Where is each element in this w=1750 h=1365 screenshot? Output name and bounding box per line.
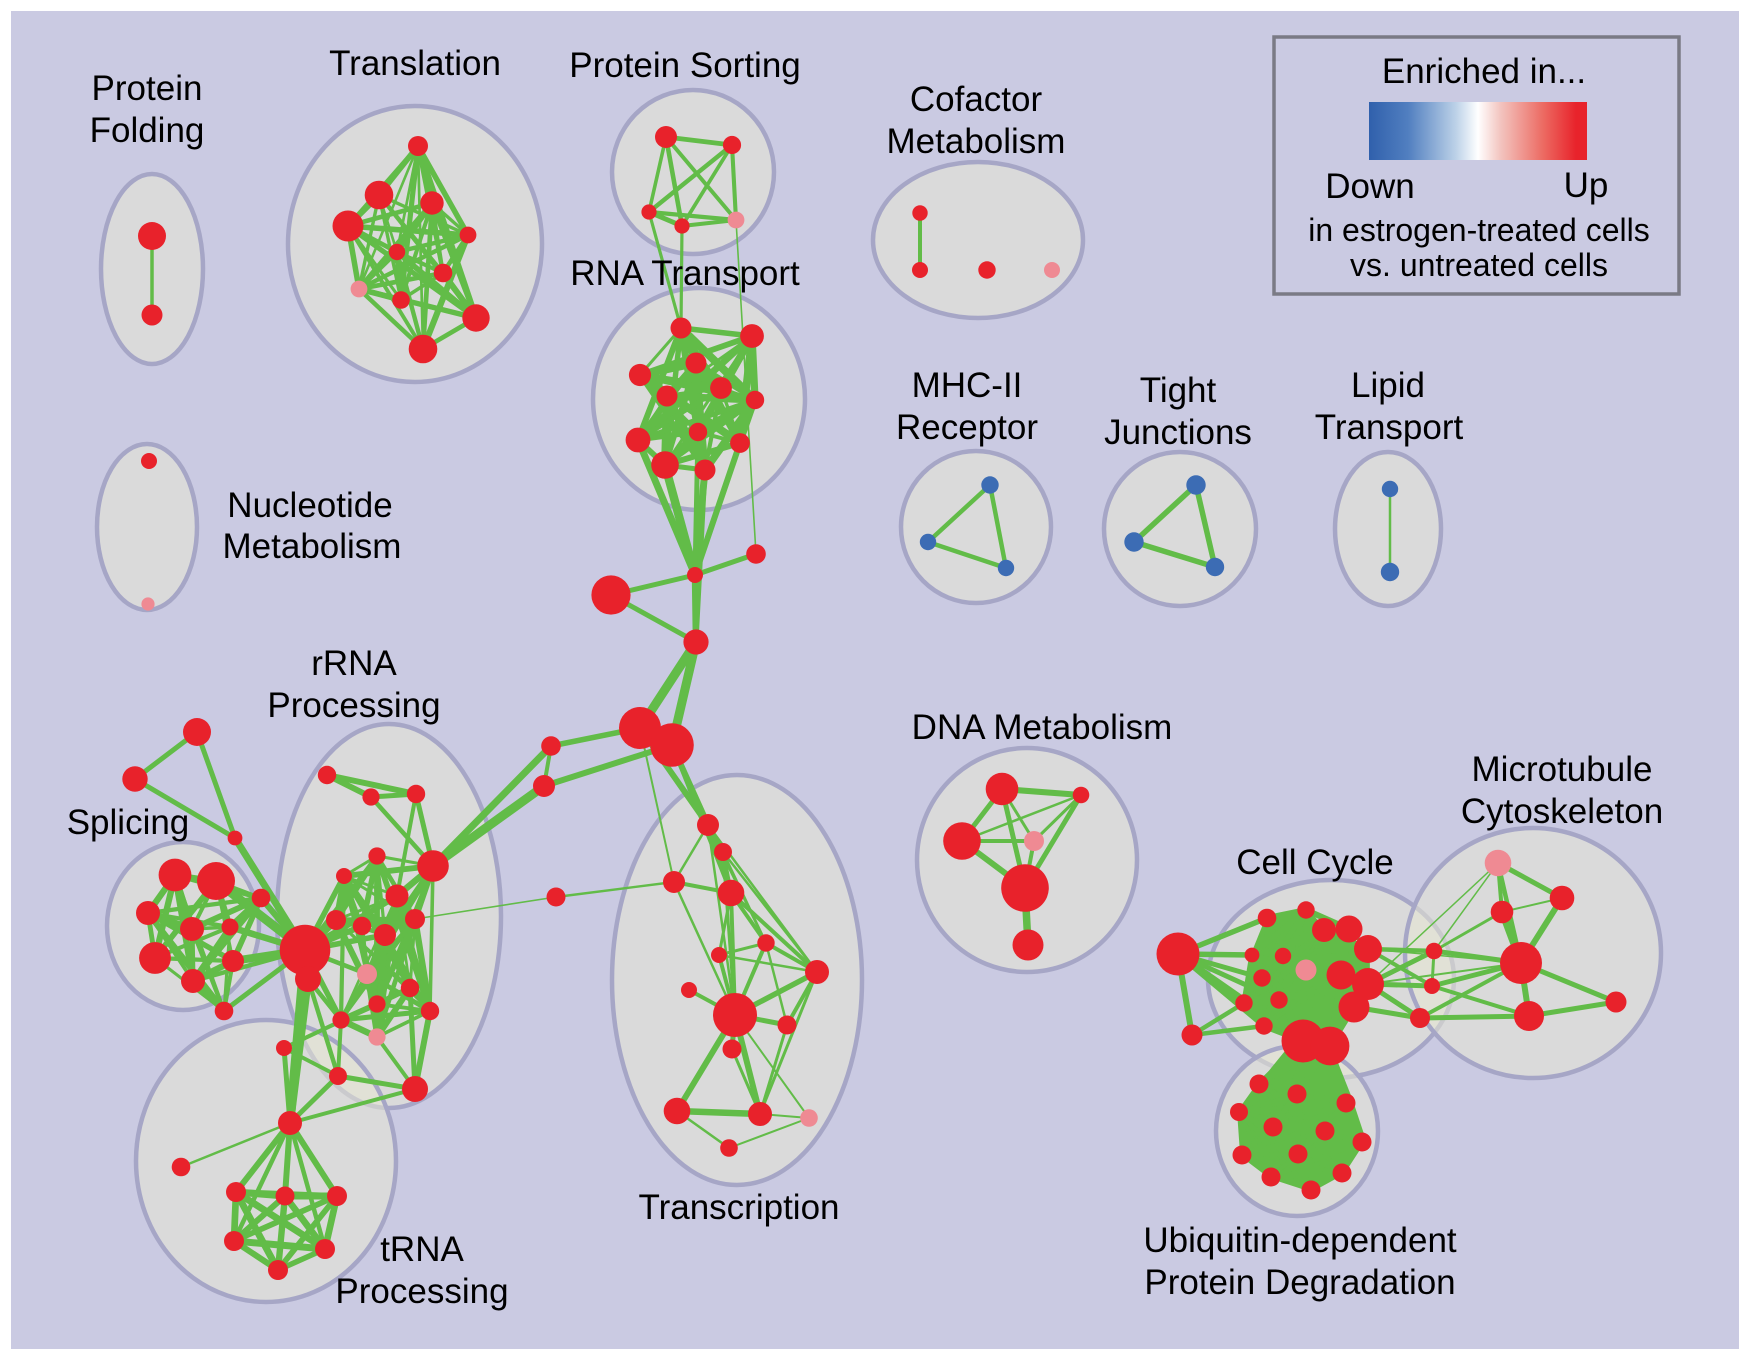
svg-text:Nucleotide: Nucleotide — [227, 486, 392, 525]
svg-text:in estrogen-treated cells: in estrogen-treated cells — [1308, 212, 1650, 248]
svg-text:Junctions: Junctions — [1104, 413, 1252, 452]
svg-text:RNA Transport: RNA Transport — [570, 254, 800, 293]
svg-text:Transcription: Transcription — [639, 1188, 840, 1227]
svg-text:Lipid: Lipid — [1351, 366, 1425, 405]
svg-text:Translation: Translation — [329, 44, 501, 83]
svg-text:Folding: Folding — [90, 111, 205, 150]
svg-text:MHC-II: MHC-II — [912, 366, 1023, 405]
svg-text:Down: Down — [1325, 167, 1414, 206]
svg-text:Protein Degradation: Protein Degradation — [1144, 1263, 1455, 1302]
svg-text:tRNA: tRNA — [380, 1230, 464, 1269]
svg-text:Cofactor: Cofactor — [910, 80, 1043, 119]
svg-text:Cytoskeleton: Cytoskeleton — [1461, 792, 1663, 831]
svg-text:Metabolism: Metabolism — [887, 122, 1066, 161]
svg-text:Receptor: Receptor — [896, 408, 1038, 447]
svg-text:Microtubule: Microtubule — [1472, 750, 1653, 789]
svg-text:Tight: Tight — [1140, 371, 1217, 410]
svg-text:Splicing: Splicing — [67, 803, 190, 842]
svg-text:vs. untreated cells: vs. untreated cells — [1350, 247, 1608, 283]
svg-text:rRNA: rRNA — [311, 644, 397, 683]
svg-text:Processing: Processing — [267, 686, 440, 725]
svg-text:DNA Metabolism: DNA Metabolism — [912, 708, 1173, 747]
svg-text:Up: Up — [1564, 166, 1609, 205]
svg-text:Metabolism: Metabolism — [223, 527, 402, 566]
svg-text:Cell Cycle: Cell Cycle — [1236, 843, 1394, 882]
svg-text:Protein Sorting: Protein Sorting — [569, 46, 801, 85]
svg-text:Processing: Processing — [335, 1272, 508, 1311]
svg-text:Transport: Transport — [1315, 408, 1464, 447]
svg-text:Protein: Protein — [92, 69, 203, 108]
svg-text:Enriched in...: Enriched in... — [1382, 52, 1586, 91]
svg-text:Ubiquitin-dependent: Ubiquitin-dependent — [1143, 1221, 1457, 1260]
